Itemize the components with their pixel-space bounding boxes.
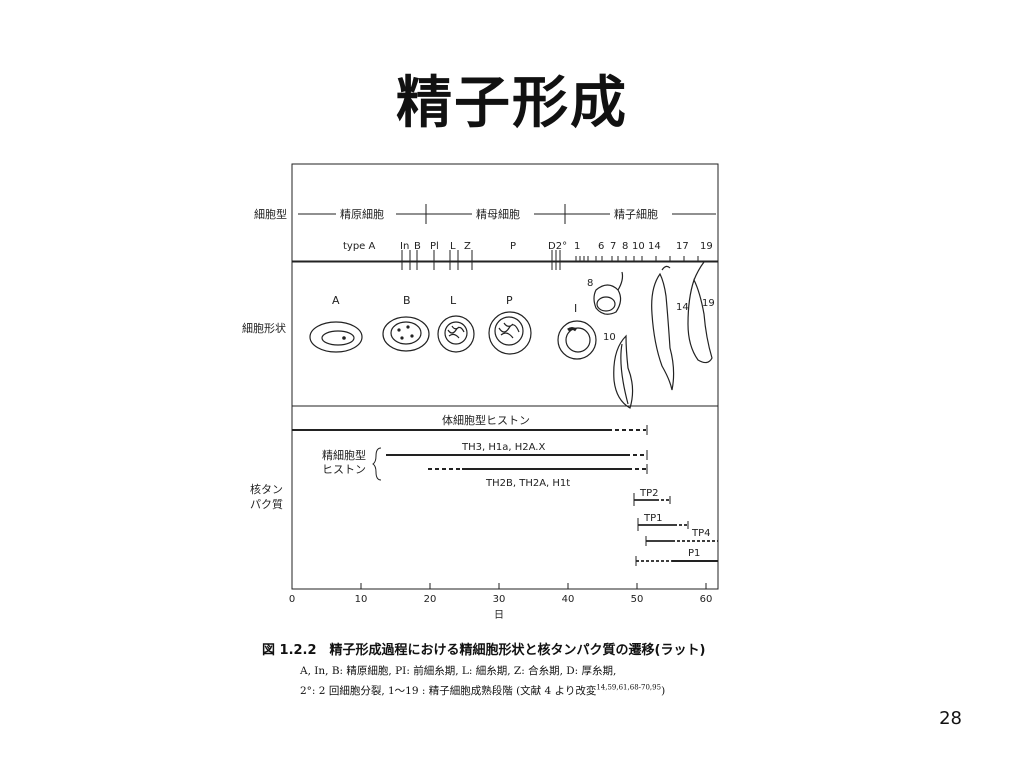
spermatid-10-drawing xyxy=(613,334,634,409)
phase-label-spermatid: 精子細胞 xyxy=(614,208,658,221)
x-axis-ticks xyxy=(291,583,707,589)
shape-label: 14 xyxy=(676,302,689,313)
x-tick-label: 30 xyxy=(493,594,506,605)
figure-frame xyxy=(291,163,719,590)
stage-label: L xyxy=(450,241,456,252)
figure-caption-title: 図 1.2.2 精子形成過程における精細胞形状と核タンパク質の遷移(ラット) xyxy=(262,643,706,658)
stage-label: 1 xyxy=(574,241,580,252)
figure-caption-line: 2°: 2 回細胞分裂, 1〜19 : 精子細胞成熟段階 (文献 4 より改変1… xyxy=(300,683,666,698)
row-label-nuclear-protein: 核タン xyxy=(250,482,283,496)
stage-label: 6 xyxy=(598,241,604,252)
cell-type-a-drawing xyxy=(309,321,363,353)
phase-label-spermatocyte: 精母細胞 xyxy=(476,208,520,221)
page-number: 28 xyxy=(939,708,962,729)
figure-caption-line: A, In, B: 精原細胞, PI: 前細糸期, L: 細糸期, Z: 合糸期… xyxy=(300,665,617,677)
stage-label: In xyxy=(400,241,409,252)
stage-label: 10 xyxy=(632,241,645,252)
shape-label: 10 xyxy=(603,332,616,343)
stage-label: P xyxy=(510,241,516,252)
stage-label: B xyxy=(414,241,421,252)
stage-label: 14 xyxy=(648,241,661,252)
row-label-cell-shape: 細胞形状 xyxy=(242,321,286,335)
protein-label-tp4: TP4 xyxy=(691,528,711,539)
shape-label: L xyxy=(450,294,457,307)
stage-label: 17 xyxy=(676,241,689,252)
x-tick-label: 40 xyxy=(562,594,575,605)
cell-p-drawing xyxy=(488,311,532,355)
shape-label: B xyxy=(403,294,411,307)
testis-histone-label: ヒストン xyxy=(322,463,366,476)
row-label-nuclear-protein: パク質 xyxy=(250,497,283,511)
spermatogenesis-figure: 細胞型 細胞形状 核タン パク質 精原細胞 精母細胞 精子細胞 type A I… xyxy=(236,158,736,628)
testis-histone-label: 精細胞型 xyxy=(322,448,366,462)
shape-label: 8 xyxy=(587,278,593,289)
x-tick-label: 50 xyxy=(631,594,644,605)
stage-label: 7 xyxy=(610,241,616,252)
spermatid-stage-ticks xyxy=(575,256,699,262)
phase-label-spermatogonia: 精原細胞 xyxy=(340,208,384,221)
stage-label: 19 xyxy=(700,241,713,252)
slide-title: 精子形成 xyxy=(396,71,628,136)
spermatid-8-drawing xyxy=(593,271,624,315)
protein-label-p1: P1 xyxy=(688,548,700,559)
stage-label: Z xyxy=(464,241,471,252)
x-axis-label: 日 xyxy=(494,610,504,621)
cell-i-drawing xyxy=(557,320,597,360)
stage-label: 8 xyxy=(622,241,628,252)
shape-label: A xyxy=(332,294,340,307)
shape-label: I xyxy=(574,302,577,315)
histone-group-1-label: TH3, H1a, H2A.X xyxy=(461,442,545,453)
shape-label: P xyxy=(506,294,513,307)
shape-label: 19 xyxy=(702,298,715,309)
caption-reference: 14,59,61,68-70,95 xyxy=(596,683,662,692)
stage-label: Pl xyxy=(430,241,439,252)
histone-group-2-label: TH2B, TH2A, H1t xyxy=(485,478,570,489)
protein-label-tp2: TP2 xyxy=(639,488,659,499)
x-tick-label: 20 xyxy=(424,594,437,605)
cell-b-drawing xyxy=(382,316,430,352)
cell-l-drawing xyxy=(437,315,475,353)
spermatid-19-drawing xyxy=(687,261,713,364)
somatic-histone-label: 体細胞型ヒストン xyxy=(442,413,530,427)
protein-label-tp1: TP1 xyxy=(643,513,663,524)
stage-ticks xyxy=(401,250,561,270)
spermatid-14-drawing xyxy=(651,265,675,391)
stage-label: type A xyxy=(343,241,376,252)
x-tick-label: 60 xyxy=(700,594,713,605)
x-tick-label: 0 xyxy=(289,594,295,605)
stage-label: D2° xyxy=(548,241,567,252)
x-tick-label: 10 xyxy=(355,594,368,605)
row-label-cell-type: 細胞型 xyxy=(254,207,287,221)
